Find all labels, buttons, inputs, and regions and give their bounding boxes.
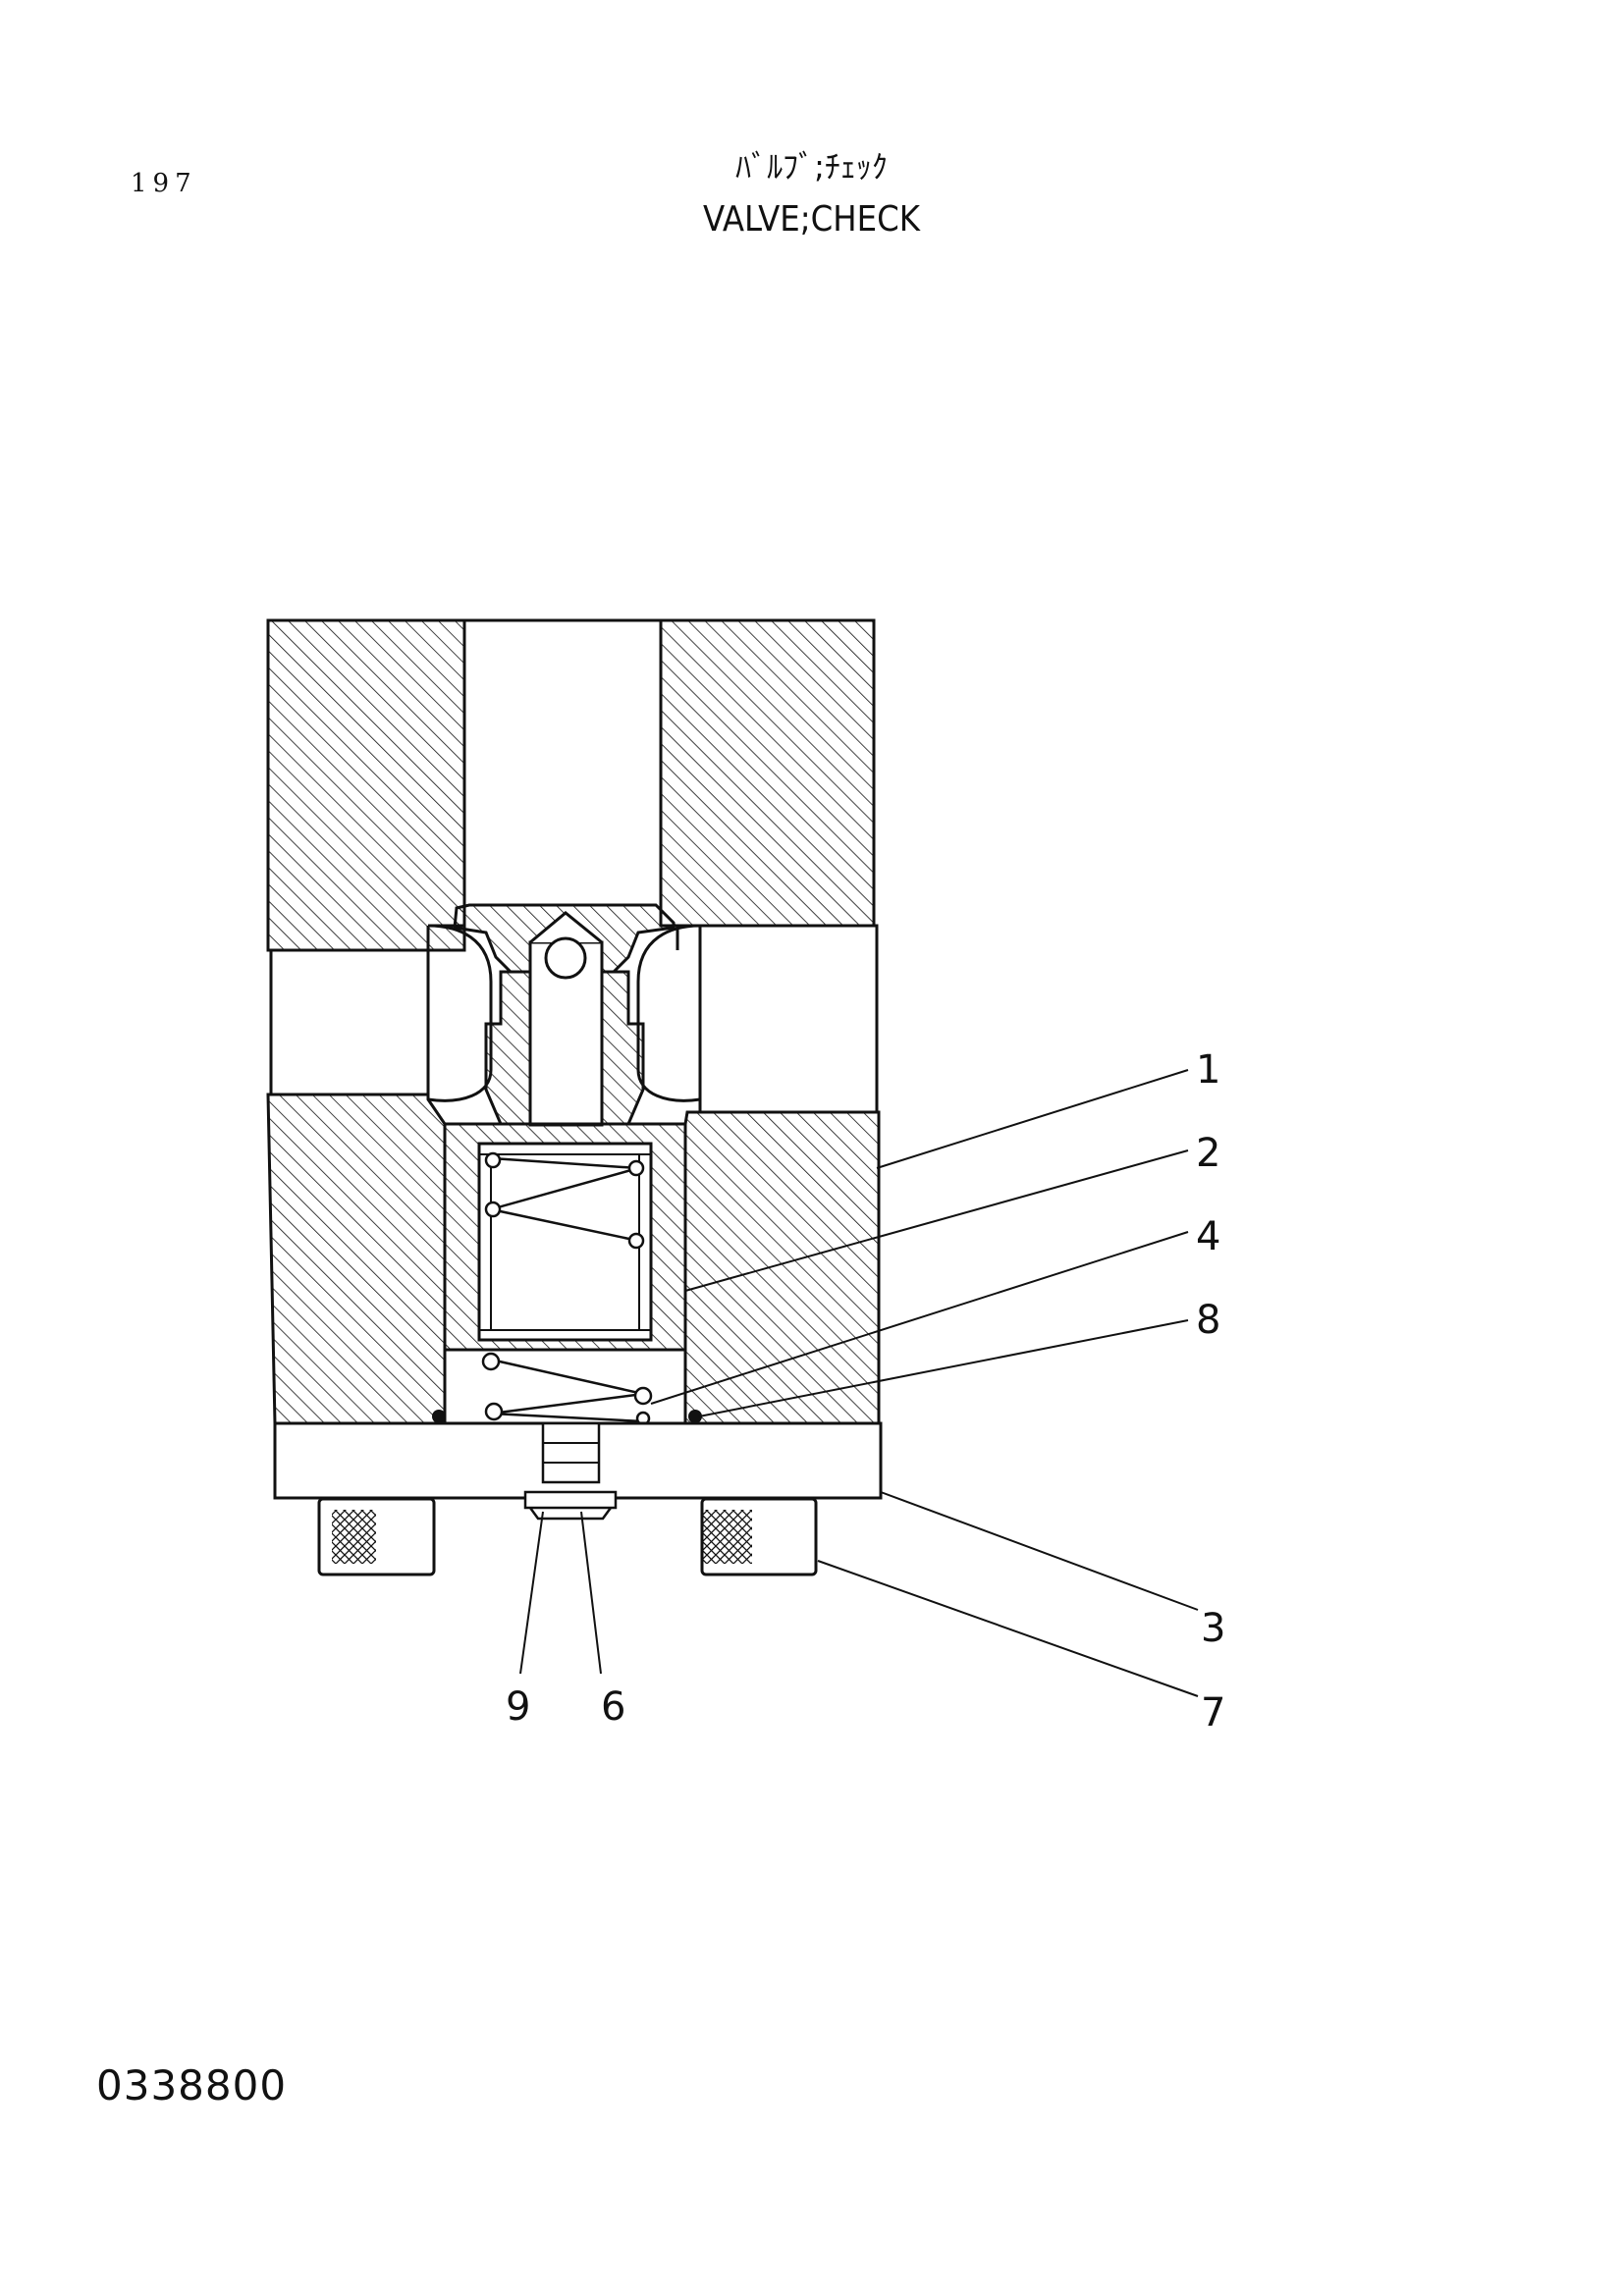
base-plate [273,1421,883,1521]
page-number: 197 [131,169,197,198]
bolts [317,1497,818,1576]
callout-1: 1 [1196,1047,1220,1093]
callout-7: 7 [1201,1690,1225,1735]
callout-4: 4 [1196,1214,1220,1259]
drawing-number: 0338800 [96,2061,288,2109]
callout-3: 3 [1201,1606,1225,1651]
callout-9: 9 [506,1684,530,1730]
callout-labels: 1 2 4 8 3 7 9 6 [506,1047,1225,1735]
poppet [427,903,701,1127]
lower-chamber [432,1348,702,1426]
valve-body [266,618,881,1425]
sleeve [443,1122,687,1352]
callout-2: 2 [1196,1131,1220,1176]
callout-leaders [519,1069,1199,1697]
title-english: VALVE;CHECK [703,199,920,240]
callout-8: 8 [1196,1298,1220,1343]
title-japanese: ﾊﾞﾙﾌﾞ;ﾁｪｯｸ [735,148,888,186]
callout-6: 6 [601,1684,625,1730]
